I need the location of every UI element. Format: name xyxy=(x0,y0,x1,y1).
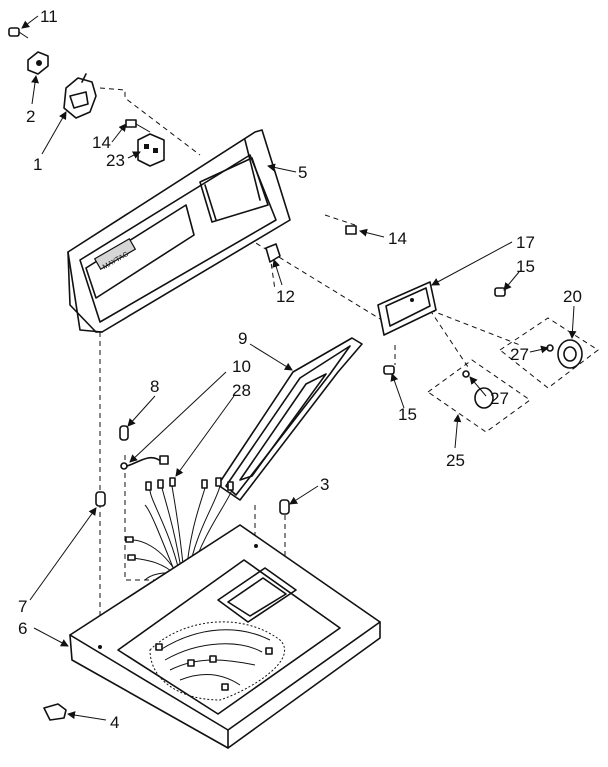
callout-23: 23 xyxy=(106,151,125,170)
callout-6: 6 xyxy=(18,619,27,638)
callout-15-top: 15 xyxy=(516,257,535,276)
sensor-8-icon xyxy=(119,425,129,441)
callout-9: 9 xyxy=(238,329,247,348)
callout-labels: 11 2 1 14 23 5 14 12 17 15 20 27 27 15 2… xyxy=(18,7,582,732)
callout-10: 10 xyxy=(232,357,251,376)
callout-17: 17 xyxy=(516,233,535,252)
screw-11-icon xyxy=(8,27,29,39)
knob-25-group xyxy=(427,359,531,433)
screw-15-bottom-icon xyxy=(383,365,395,375)
leader-lines xyxy=(21,15,577,721)
callout-8: 8 xyxy=(150,377,159,396)
screw-14-right-icon xyxy=(345,225,357,235)
callout-12: 12 xyxy=(276,287,295,306)
lead-10-icon xyxy=(120,455,169,470)
plate-2-icon xyxy=(27,51,49,75)
callout-27-top: 27 xyxy=(510,345,529,364)
callout-1: 1 xyxy=(33,155,42,174)
screw-7-icon xyxy=(95,491,106,507)
callout-14-top: 14 xyxy=(92,133,111,152)
callout-5: 5 xyxy=(298,163,307,182)
alignment-lines xyxy=(99,87,521,655)
callout-25: 25 xyxy=(446,451,465,470)
callout-3: 3 xyxy=(320,475,329,494)
callout-2: 2 xyxy=(26,107,35,126)
screw-3-icon xyxy=(279,499,290,515)
callout-7: 7 xyxy=(18,597,27,616)
callout-11: 11 xyxy=(40,7,58,26)
callout-28: 28 xyxy=(232,381,251,400)
screw-15-top-icon xyxy=(494,287,506,297)
switch-1-icon xyxy=(63,73,97,119)
callout-4: 4 xyxy=(110,713,119,732)
callout-20: 20 xyxy=(563,287,582,306)
knob-20-group xyxy=(499,317,599,389)
screw-14-top-icon xyxy=(125,119,151,133)
callout-15-bottom: 15 xyxy=(398,405,417,424)
bracket-23-icon xyxy=(137,133,165,167)
bracket-17 xyxy=(377,281,437,336)
cabinet-top-6 xyxy=(69,524,381,749)
clip-4-icon xyxy=(43,703,67,721)
callout-14-right: 14 xyxy=(388,229,407,248)
clip-12-icon xyxy=(265,243,281,263)
control-console-5 xyxy=(67,129,291,333)
callout-27-bottom: 27 xyxy=(490,389,509,408)
